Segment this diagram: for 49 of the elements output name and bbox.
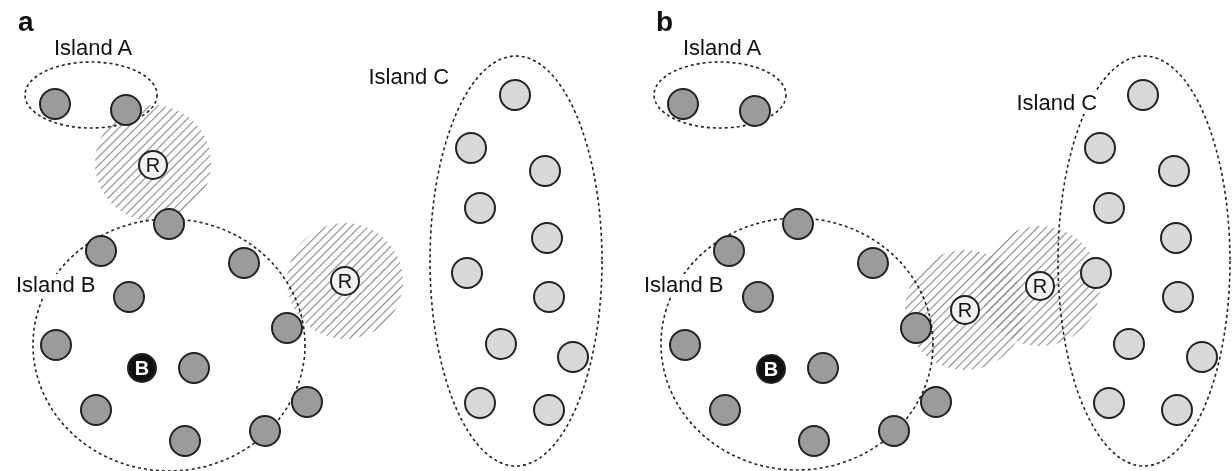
node-circle	[499, 79, 531, 111]
node-circle	[1186, 341, 1218, 373]
node-circle	[1161, 394, 1193, 426]
node-circle	[1162, 281, 1194, 313]
lettered-node: B	[756, 354, 786, 384]
node-circle	[1093, 387, 1125, 419]
node-circle	[557, 341, 589, 373]
node-circle	[113, 281, 145, 313]
island-label: Island C	[1015, 92, 1099, 114]
node-circle	[807, 352, 839, 384]
node-circle	[1113, 328, 1145, 360]
node-circle	[464, 387, 496, 419]
node-circle	[85, 235, 117, 267]
node-circle	[40, 329, 72, 361]
node-circle	[798, 425, 830, 457]
panel-label: a	[18, 8, 34, 36]
node-circle	[533, 394, 565, 426]
node-circle	[1160, 222, 1192, 254]
island-label: Island B	[643, 274, 725, 296]
node-circle	[464, 192, 496, 224]
node-circle	[291, 386, 323, 418]
node-circle	[39, 88, 71, 120]
node-circle	[178, 352, 210, 384]
node-circle	[455, 132, 487, 164]
node-circle	[228, 247, 260, 279]
node-circle	[742, 281, 774, 313]
node-circle	[153, 208, 185, 240]
lettered-node: B	[127, 353, 157, 383]
node-circle	[709, 394, 741, 426]
node-circle	[1080, 257, 1112, 289]
island-label: Island B	[15, 274, 97, 296]
node-circle	[1158, 155, 1190, 187]
node-circle	[669, 329, 701, 361]
node-circle	[533, 281, 565, 313]
node-circle	[782, 208, 814, 240]
node-circle	[713, 235, 745, 267]
node-circle	[529, 155, 561, 187]
node-circle	[1084, 132, 1116, 164]
node-circle	[1093, 192, 1125, 224]
node-circle	[920, 386, 952, 418]
node-circle	[1127, 79, 1159, 111]
node-circle	[451, 257, 483, 289]
node-circle	[169, 425, 201, 457]
node-circle	[531, 222, 563, 254]
node-circle	[667, 88, 699, 120]
panel-label: b	[656, 8, 674, 36]
node-circle	[80, 394, 112, 426]
node-circle	[857, 247, 889, 279]
node-circle	[485, 328, 517, 360]
